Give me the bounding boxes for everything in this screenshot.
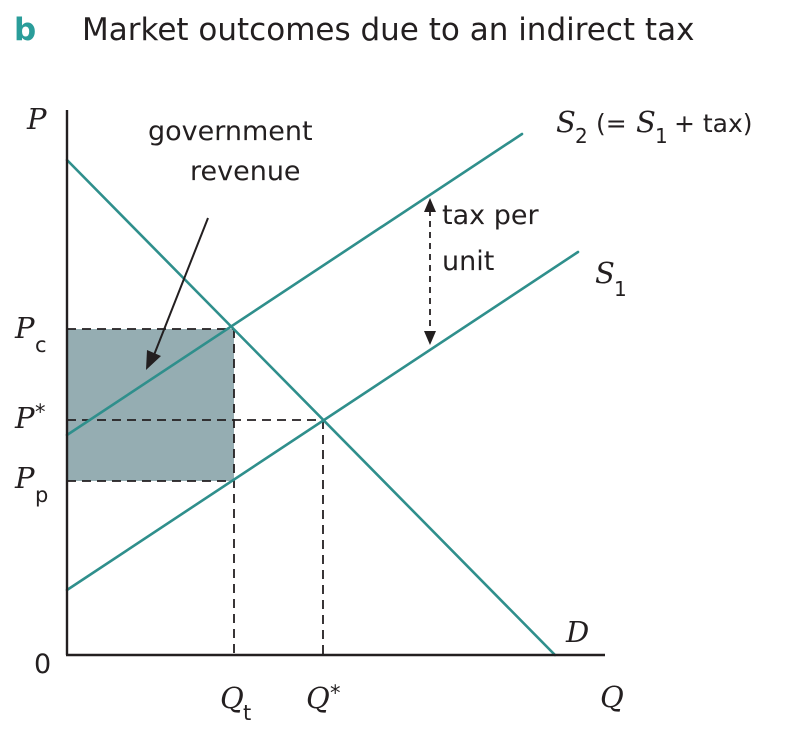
s1-label-main: S xyxy=(595,256,615,290)
x-axis-label: Q xyxy=(600,680,624,714)
s2-label-s1: S xyxy=(636,105,656,139)
supply-curve-s2 xyxy=(65,132,524,437)
figure-title: Market outcomes due to an indirect tax xyxy=(82,12,694,48)
pstar-label-main: P xyxy=(14,401,35,435)
guide-lines xyxy=(67,328,324,655)
demand-label: D xyxy=(565,615,589,649)
qt-label-sub: t xyxy=(243,701,251,725)
qt-label-main: Q xyxy=(220,681,244,715)
panel-letter: b xyxy=(14,12,36,48)
s2-label-sub: 2 xyxy=(575,124,588,148)
y-axis-label: P xyxy=(26,102,47,136)
axes xyxy=(65,110,605,657)
s2-label-s: S xyxy=(556,105,576,139)
s2-label-rest-a: (= xyxy=(588,109,635,138)
tax-per-unit-label-line1: tax per xyxy=(442,200,539,231)
curves xyxy=(65,132,580,657)
government-revenue-arrowhead xyxy=(146,350,161,370)
pc-label-sub: c xyxy=(35,333,47,357)
quantity-label-qt: Q t xyxy=(220,681,251,725)
origin-label: 0 xyxy=(34,649,51,680)
pc-label-main: P xyxy=(14,311,35,345)
s2-label-s1-sub: 1 xyxy=(655,124,668,148)
s1-label-sub: 1 xyxy=(614,277,627,301)
pp-label-main: P xyxy=(14,461,35,495)
s2-label: S 2 (= S 1 + tax) xyxy=(556,105,753,148)
qstar-label-main: Q xyxy=(306,681,330,715)
supply-curve-s1 xyxy=(65,250,580,592)
price-label-pc: P c xyxy=(14,311,47,357)
pstar-label-mark: * xyxy=(35,400,46,424)
pp-label-sub: p xyxy=(35,483,48,507)
quantity-label-qstar: Q * xyxy=(306,681,341,715)
tax-arrowhead-up xyxy=(424,198,436,212)
s1-label: S 1 xyxy=(595,256,627,301)
s2-label-rest-b: + tax) xyxy=(666,109,753,138)
qstar-label-mark: * xyxy=(330,681,341,705)
tax-arrowhead-down xyxy=(424,331,436,345)
government-revenue-label-line1: government xyxy=(148,116,313,147)
government-revenue-label-line2: revenue xyxy=(190,156,301,187)
price-label-pp: P p xyxy=(14,461,48,507)
price-label-pstar: P * xyxy=(14,400,46,435)
tax-per-unit-label-line2: unit xyxy=(442,246,494,277)
demand-curve xyxy=(65,158,557,657)
government-revenue-arrow xyxy=(153,217,209,356)
